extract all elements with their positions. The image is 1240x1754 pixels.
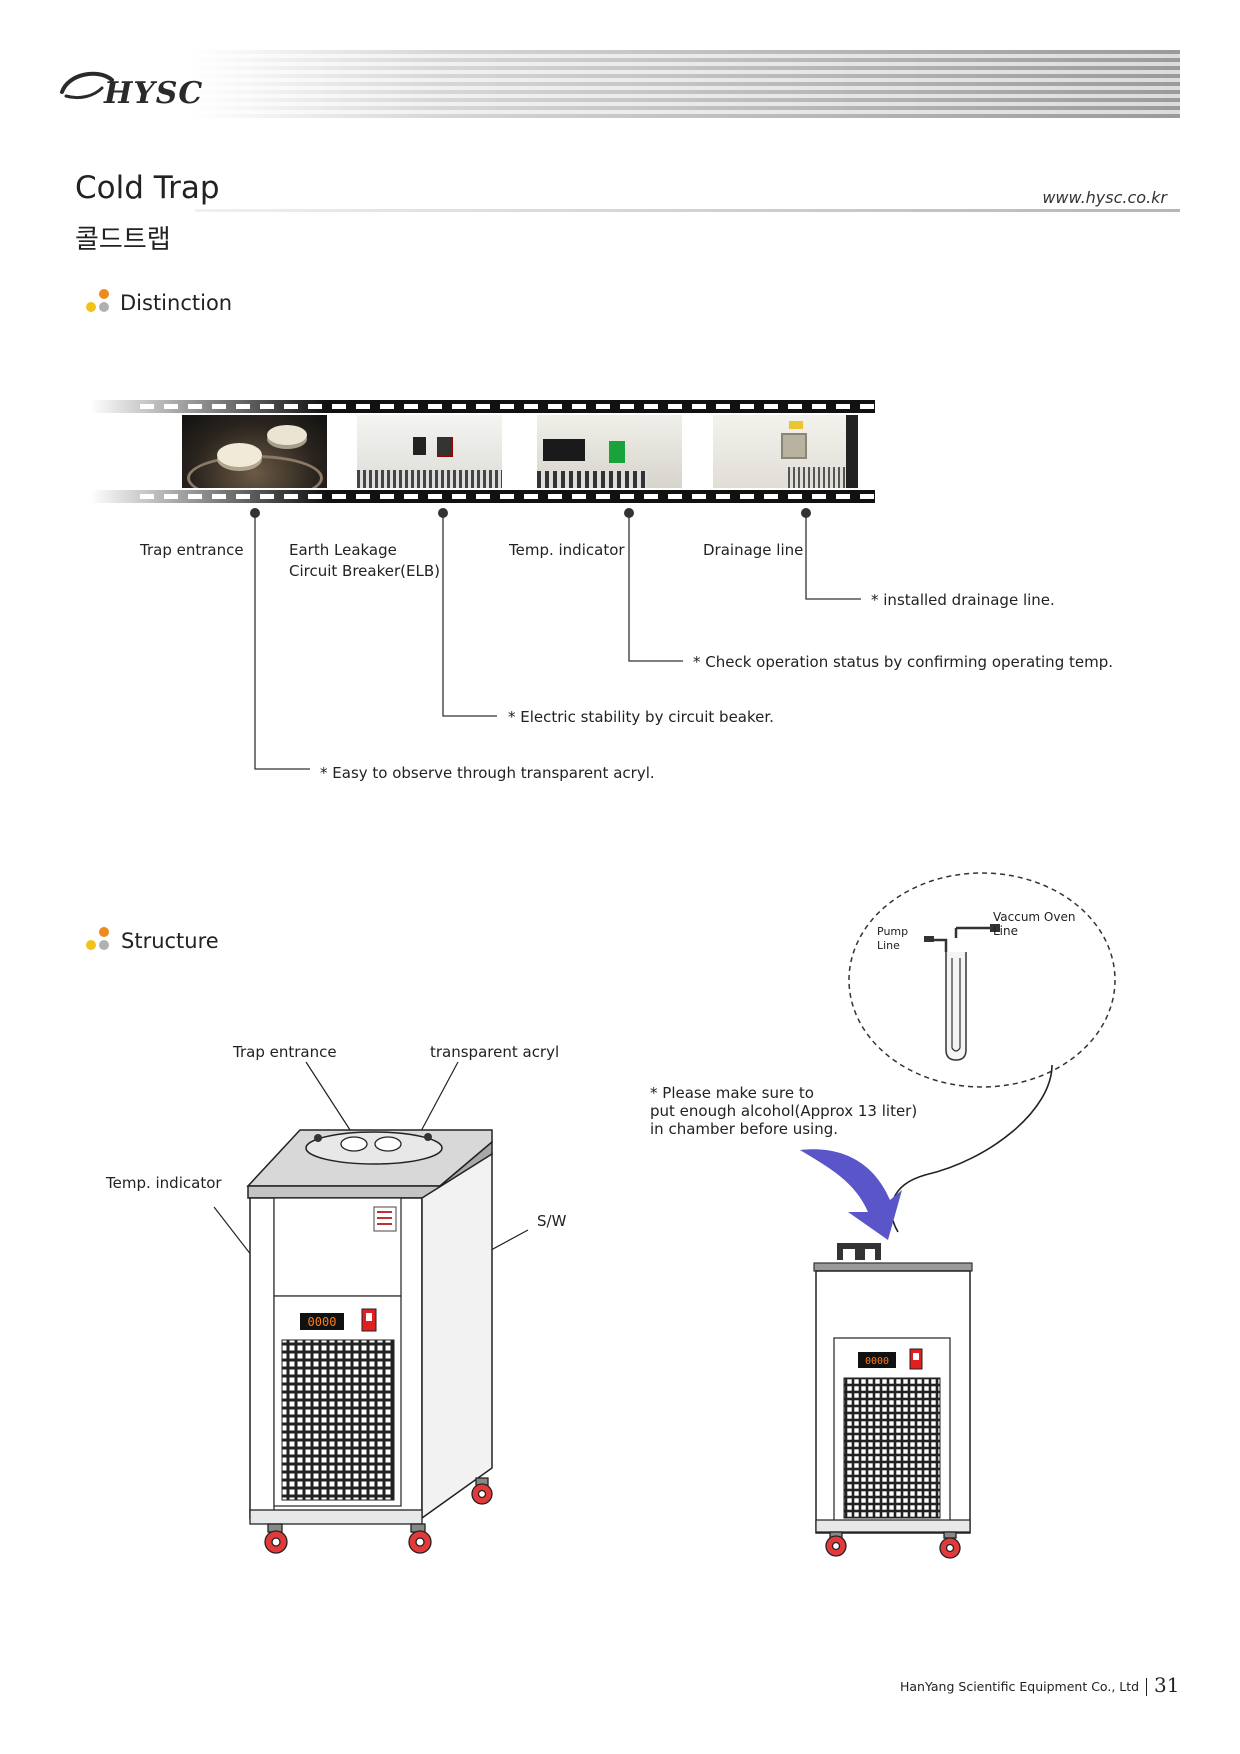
header-stripe-band [190, 50, 1180, 118]
structure-heading: Structure [121, 929, 219, 953]
photo-temp-indicator [537, 415, 682, 488]
distinction-desc-elb: * Electric stability by circuit beaker. [508, 708, 774, 726]
title-divider [195, 209, 1180, 212]
distinction-desc-trap-entrance: * Easy to observe through transparent ac… [320, 764, 655, 782]
distinction-desc-drainage-line: * installed drainage line. [871, 591, 1055, 609]
cold-trap-structure-drawing: 0000 [213, 1061, 529, 1554]
distinction-heading: Distinction [120, 291, 233, 315]
structure-label-temp-indicator: Temp. indicator [106, 1174, 222, 1192]
temp-display-readout-small: 0000 [865, 1356, 889, 1367]
blue-arrow-icon [800, 1149, 902, 1240]
footer-divider [1146, 1678, 1147, 1696]
page-title-korean: 콜드트랩 [75, 225, 171, 255]
photo-trap-entrance [182, 415, 327, 488]
structure-label-trap-entrance: Trap entrance [233, 1043, 337, 1061]
detail-label-vacuum-line: Vaccum Oven Line [993, 910, 1076, 938]
section-bullet-icon [86, 927, 109, 950]
website-link[interactable]: www.hysc.co.kr [1042, 188, 1167, 207]
distinction-label-temp-indicator: Temp. indicator [509, 541, 625, 559]
footer-company: HanYang Scientific Equipment Co., Ltd [900, 1679, 1140, 1694]
section-bullet-icon [86, 289, 109, 312]
logo-swoosh-icon [60, 71, 114, 100]
distinction-label-elb: Earth Leakage Circuit Breaker(ELB) [289, 541, 440, 580]
structure-label-switch: S/W [537, 1212, 567, 1230]
photo-elb [357, 415, 502, 488]
cold-trap-detail-drawing: 0000 [800, 872, 1116, 1559]
photo-drainage-line [713, 415, 858, 488]
temp-display-readout: 0000 [308, 1315, 337, 1329]
alcohol-note: * Please make sure to put enough alcohol… [650, 1084, 918, 1138]
page-title: Cold Trap [75, 170, 220, 206]
distinction-desc-temp-indicator: * Check operation status by confirming o… [693, 653, 1113, 671]
film-strip [90, 400, 875, 503]
page-number: 31 [1154, 1673, 1180, 1697]
distinction-label-trap-entrance: Trap entrance [140, 541, 244, 559]
detail-label-pump-line: Pump Line [877, 925, 909, 952]
structure-label-transparent-acryl: transparent acryl [430, 1043, 560, 1061]
detail-magnifier-circle [848, 872, 1116, 1088]
logo: HYSC [104, 76, 204, 111]
distinction-label-drainage-line: Drainage line [703, 541, 804, 559]
distinction-leader-lines [250, 508, 861, 770]
